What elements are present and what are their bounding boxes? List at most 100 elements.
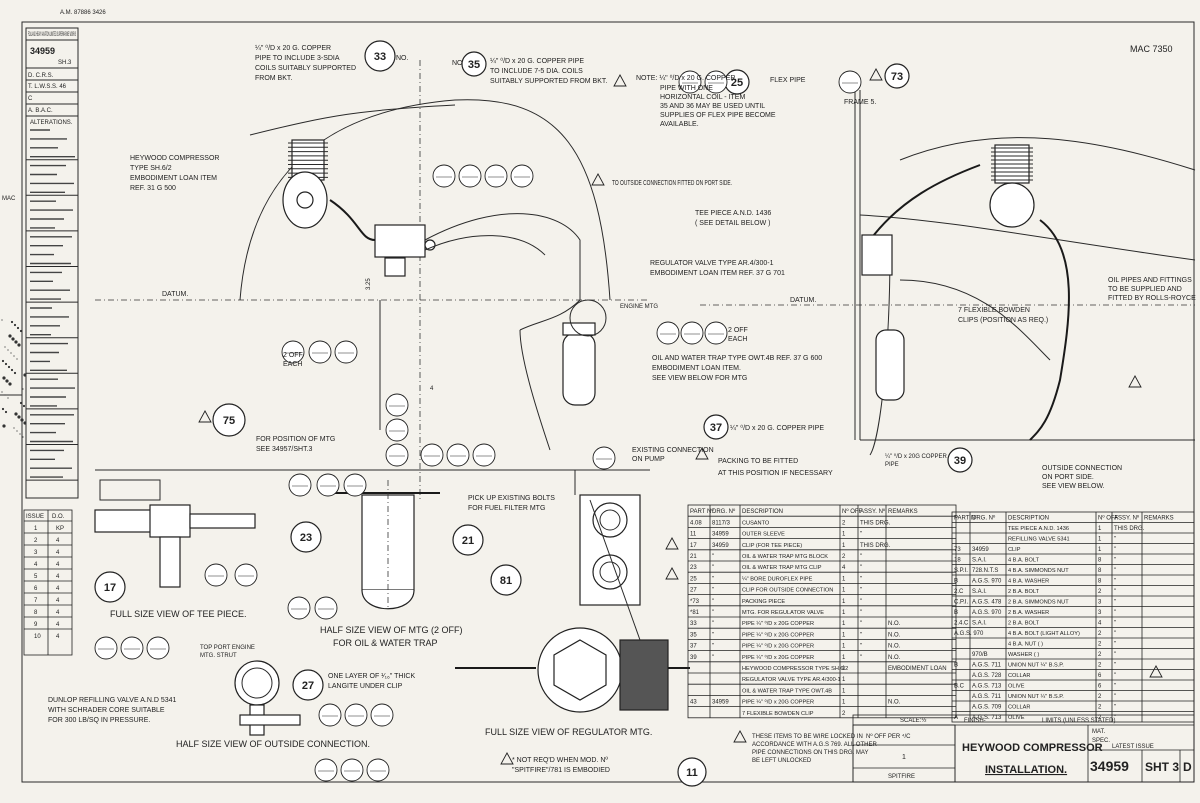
table-cell: " [860,588,862,594]
table-cell: 1 [842,677,846,683]
table-header-cell: ASSY. Nº [860,508,886,515]
speck [19,329,23,333]
table-cell: OLIVE [1008,715,1025,721]
table-cell: A.G.S. 713 [972,684,1002,690]
two-off-right-1: 2 OFF [728,327,748,334]
table-cell: 33 [690,621,697,627]
packing-2: AT THIS POSITION IF NECESSARY [718,470,833,477]
issue-number: 7 [34,598,38,604]
left-drawing-number: 34959 [30,46,55,56]
note-line-6: AVAILABLE. [660,121,699,128]
top-port-2: MTG. STRUT [200,653,237,659]
speck [14,340,18,344]
callout-33-line-1: ¼" ⁰/D x 20 G. COPPER [255,44,331,52]
table-cell: 4.08 [690,520,702,526]
table-cell: 1 [1098,526,1102,532]
right-pipe-oil [1029,219,1070,441]
right-trap-body [875,329,905,401]
speck [13,323,17,327]
balloon-number: 23 [300,532,312,544]
ags-ref-circle [680,321,704,345]
table-cell: " [1114,715,1116,721]
ags-reference-circles [94,70,862,782]
table-cell: PIPE ¼" ⁰/D x 20G COPPER [742,631,814,638]
speck [16,326,20,330]
table-cell: " [1114,547,1116,553]
strut-inner [241,667,273,699]
issue-do: 4 [56,538,60,544]
balloon-number: 33 [374,51,386,63]
table-cell: REFILLING VALVE 5341 [1008,537,1070,543]
callout-33-suffix: NO. [396,55,409,62]
speck [23,373,27,377]
speck [23,421,27,425]
table-cell: " [860,632,862,638]
two-off-right-2: EACH [728,336,747,343]
table-cell: 4 [842,565,846,571]
note-triangle [695,447,709,460]
balloon-number: 21 [462,535,474,547]
table-header-cell: PART Nº [954,515,978,522]
table-cell: " [1114,705,1116,711]
right-compressor-fins [991,147,1033,181]
note-triangle [665,567,679,580]
heywood-compressor-left [282,139,328,229]
table-cell: " [1114,642,1116,648]
speck [4,394,6,396]
table-cell: A.G.S. 970 [972,579,1002,585]
dim-325: 3.25 [366,278,372,290]
position-mtg-2: SEE 34957/SHT.3 [256,446,313,453]
table-header-cell: REMARKS [888,509,918,515]
table-cell: 3 [1098,610,1102,616]
table-cell: S.A.I. [972,589,987,595]
table-cell: *73 [690,599,700,605]
balloon-number: 37 [710,422,722,434]
issue-number: 5 [34,574,38,580]
table-cell: 21 [690,554,697,560]
ags-ref-circle [318,703,342,727]
wire-note-1: THESE ITEMS TO BE WIRE LOCKED IN [752,734,863,740]
balloon-circle [461,51,487,77]
table-cell: OIL & WATER TRAP MTG CLIP [742,565,822,571]
speck [5,379,9,383]
callout-35-line-3: SUITABLY SUPPORTED FROM BKT. [490,78,607,85]
tee-right-arm [189,513,256,529]
table-cell: " [1114,684,1116,690]
table-cell: 1 [842,576,846,582]
table-cell: " [712,632,714,638]
table-header-cell: DESCRIPTION [742,509,783,515]
speck [2,376,6,380]
one-layer-2: LANGITE UNDER CLIP [328,683,403,690]
item-balloon-21: 21 [452,524,484,556]
callout-25-suffix: FLEX PIPE [770,77,806,84]
tee-left-arm [94,509,156,533]
regulator-boss [424,239,436,251]
item-balloon-73: 73 [884,63,910,89]
table-cell: " [1114,589,1116,595]
speck [11,337,15,341]
item-balloon-39: 39 [947,447,973,473]
ags-ref-circle [510,164,534,188]
table-cell: 27 [690,588,697,594]
crankcase-boss [296,191,314,209]
table-cell: 2.4.C [954,621,969,627]
note-line-1: NOTE: ¼" ⁰/D x 20 G. COPPER [636,74,735,82]
table-cell: 1 [842,532,846,538]
table-cell: " [1114,537,1116,543]
speck [16,430,18,432]
table-cell: N.O. [888,644,901,650]
callout-35-line-2: TO INCLUDE 7-5 DIA. COILS [490,68,583,75]
speck [19,433,21,435]
pipe-37 [519,329,551,451]
table-cell: " [860,655,862,661]
table-cell: 2 B.A. BOLT [1008,589,1040,595]
full-regulator-caption: FULL SIZE VIEW OF REGULATOR MTG. [485,727,652,737]
mat-label: MAT. [1092,729,1106,735]
table-cell: 2 [1098,652,1102,658]
speck [13,427,15,429]
trap-body [562,332,596,406]
tee-view-caption: FULL SIZE VIEW OF TEE PIECE. [110,609,247,619]
tee-piece-line-2: ( SEE DETAIL BELOW ) [695,220,770,227]
